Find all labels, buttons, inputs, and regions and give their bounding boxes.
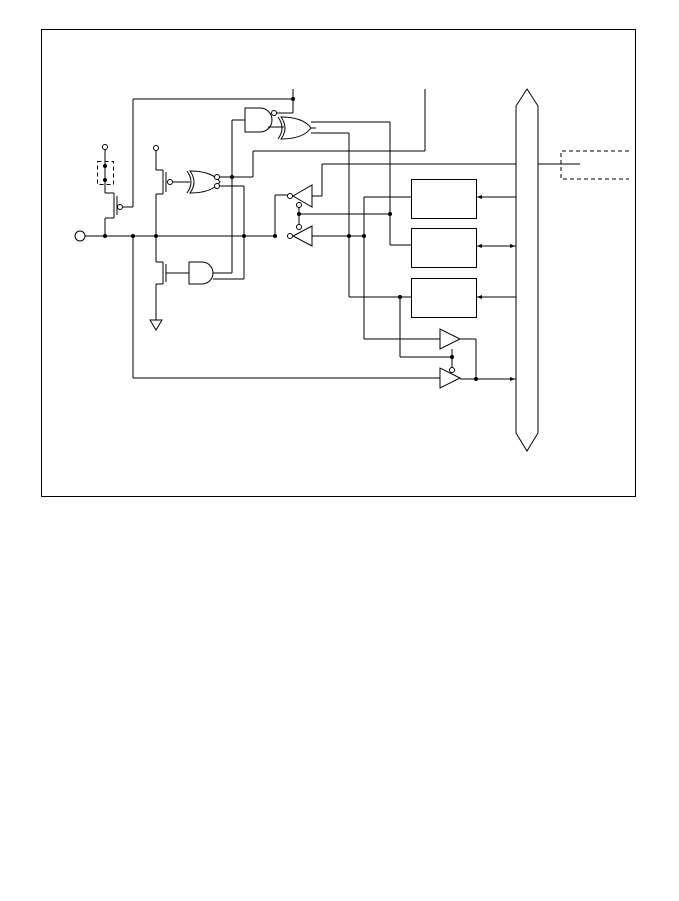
output-buffer-1: [364, 328, 477, 379]
or-gate-mid: [186, 89, 426, 194]
and-gate: [188, 186, 246, 285]
output-buffer-2: [439, 367, 516, 389]
or-gate-upper: [268, 116, 390, 140]
nand-gate: [231, 89, 295, 273]
pullup-option-box: [97, 161, 114, 185]
pmos-output-transistor: [153, 145, 190, 236]
buffer-lower: [287, 224, 366, 247]
register-2: [388, 122, 516, 268]
internal-data-bus: [515, 88, 539, 452]
dashed-external-block: [560, 150, 629, 180]
nmos-output-transistor: [149, 234, 189, 331]
pmos-pullup-transistor: [97, 98, 293, 238]
ground-symbol: [149, 319, 163, 331]
register-1: [363, 179, 516, 339]
register-3: [348, 133, 516, 358]
diagram-frame: [41, 29, 636, 497]
